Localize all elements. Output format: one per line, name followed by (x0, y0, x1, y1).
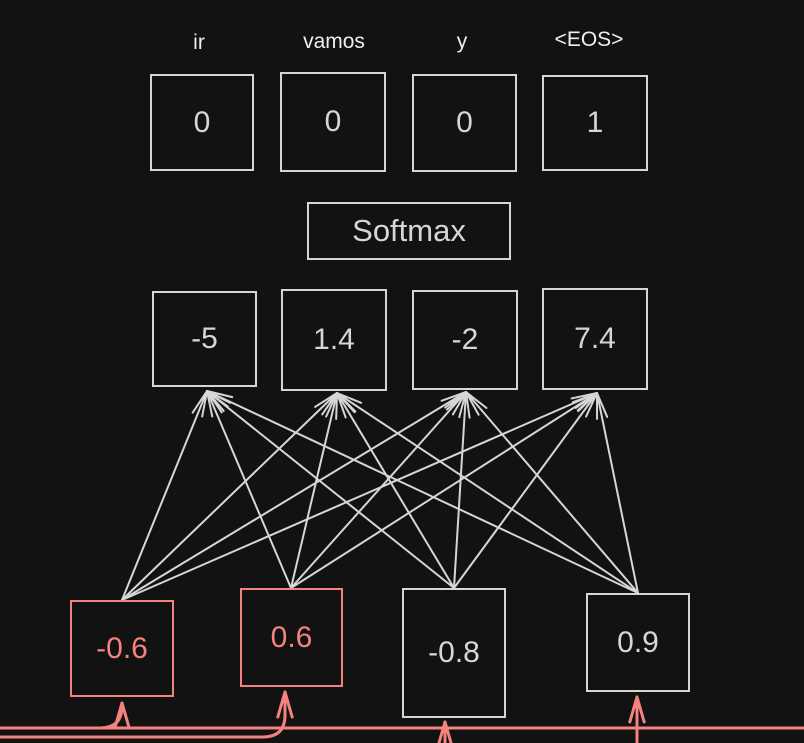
feedback-line-upper-head (113, 701, 131, 730)
connection-arrowhead-1-4 (570, 392, 598, 409)
connection-3-2 (336, 392, 455, 589)
connection-arrowhead-2-1 (206, 390, 223, 418)
connection-arrowhead-2-2 (325, 392, 338, 420)
vocab-label-ir: ir (193, 31, 205, 54)
hidden-input-arrow-4-head (628, 695, 646, 724)
connection-arrowhead-4-1 (206, 390, 234, 408)
softmax-block: Softmax (307, 202, 511, 260)
connection-1-1 (121, 390, 208, 601)
logit-cell-ir: -5 (152, 291, 257, 387)
feedback-line-upper (0, 701, 124, 730)
probability-cell-ir: 0 (150, 74, 254, 171)
connection-3-3 (453, 391, 467, 589)
hidden-cell-2: 0.6 (240, 588, 343, 687)
connection-arrowhead-2-4 (571, 392, 598, 413)
hidden-cell-3: -0.8 (402, 588, 506, 718)
connection-arrowhead-4-3 (465, 391, 488, 416)
vocab-label-y: y (456, 30, 468, 53)
connection-1-2 (121, 392, 338, 601)
logit-cell-eos: 7.4 (542, 288, 648, 390)
hidden-cell-1: -0.6 (70, 600, 174, 697)
probability-cell-y: 0 (412, 74, 517, 172)
connection-1-4 (121, 392, 598, 601)
logit-cell-vamos: 1.4 (281, 289, 387, 391)
connection-arrowhead-3-1 (206, 390, 232, 412)
connection-3-4 (453, 392, 598, 589)
connection-arrowhead-4-2 (336, 392, 363, 413)
connection-arrowhead-1-3 (440, 391, 467, 411)
vocab-label-vamos: vamos (303, 30, 365, 53)
connection-4-4 (596, 392, 639, 594)
connection-2-2 (290, 392, 338, 589)
connection-4-3 (465, 391, 639, 594)
connection-arrowhead-3-2 (336, 392, 356, 419)
connection-arrowhead-2-3 (444, 391, 467, 416)
connection-2-3 (290, 391, 467, 589)
hidden-cell-4: 0.9 (586, 593, 690, 692)
logit-cell-y: -2 (412, 290, 518, 390)
connection-arrowhead-4-4 (596, 392, 609, 420)
connection-2-4 (290, 392, 598, 589)
feedback-line-lower (0, 690, 287, 739)
hidden-input-arrow-3-head (437, 720, 453, 743)
connection-2-1 (206, 390, 292, 589)
connection-arrowhead-1-1 (191, 390, 208, 418)
connection-4-1 (206, 390, 639, 594)
probability-cell-eos: 1 (542, 75, 648, 171)
vocab-label-eos: <EOS> (554, 28, 624, 51)
connection-4-2 (336, 392, 639, 594)
connection-arrowhead-3-4 (576, 392, 598, 418)
probability-cell-vamos: 0 (280, 72, 386, 172)
connection-arrowhead-1-2 (314, 392, 338, 416)
connection-1-3 (121, 391, 467, 601)
connection-3-1 (206, 390, 455, 589)
connection-arrowhead-3-3 (458, 391, 471, 419)
feedback-line-lower-head (276, 690, 294, 719)
